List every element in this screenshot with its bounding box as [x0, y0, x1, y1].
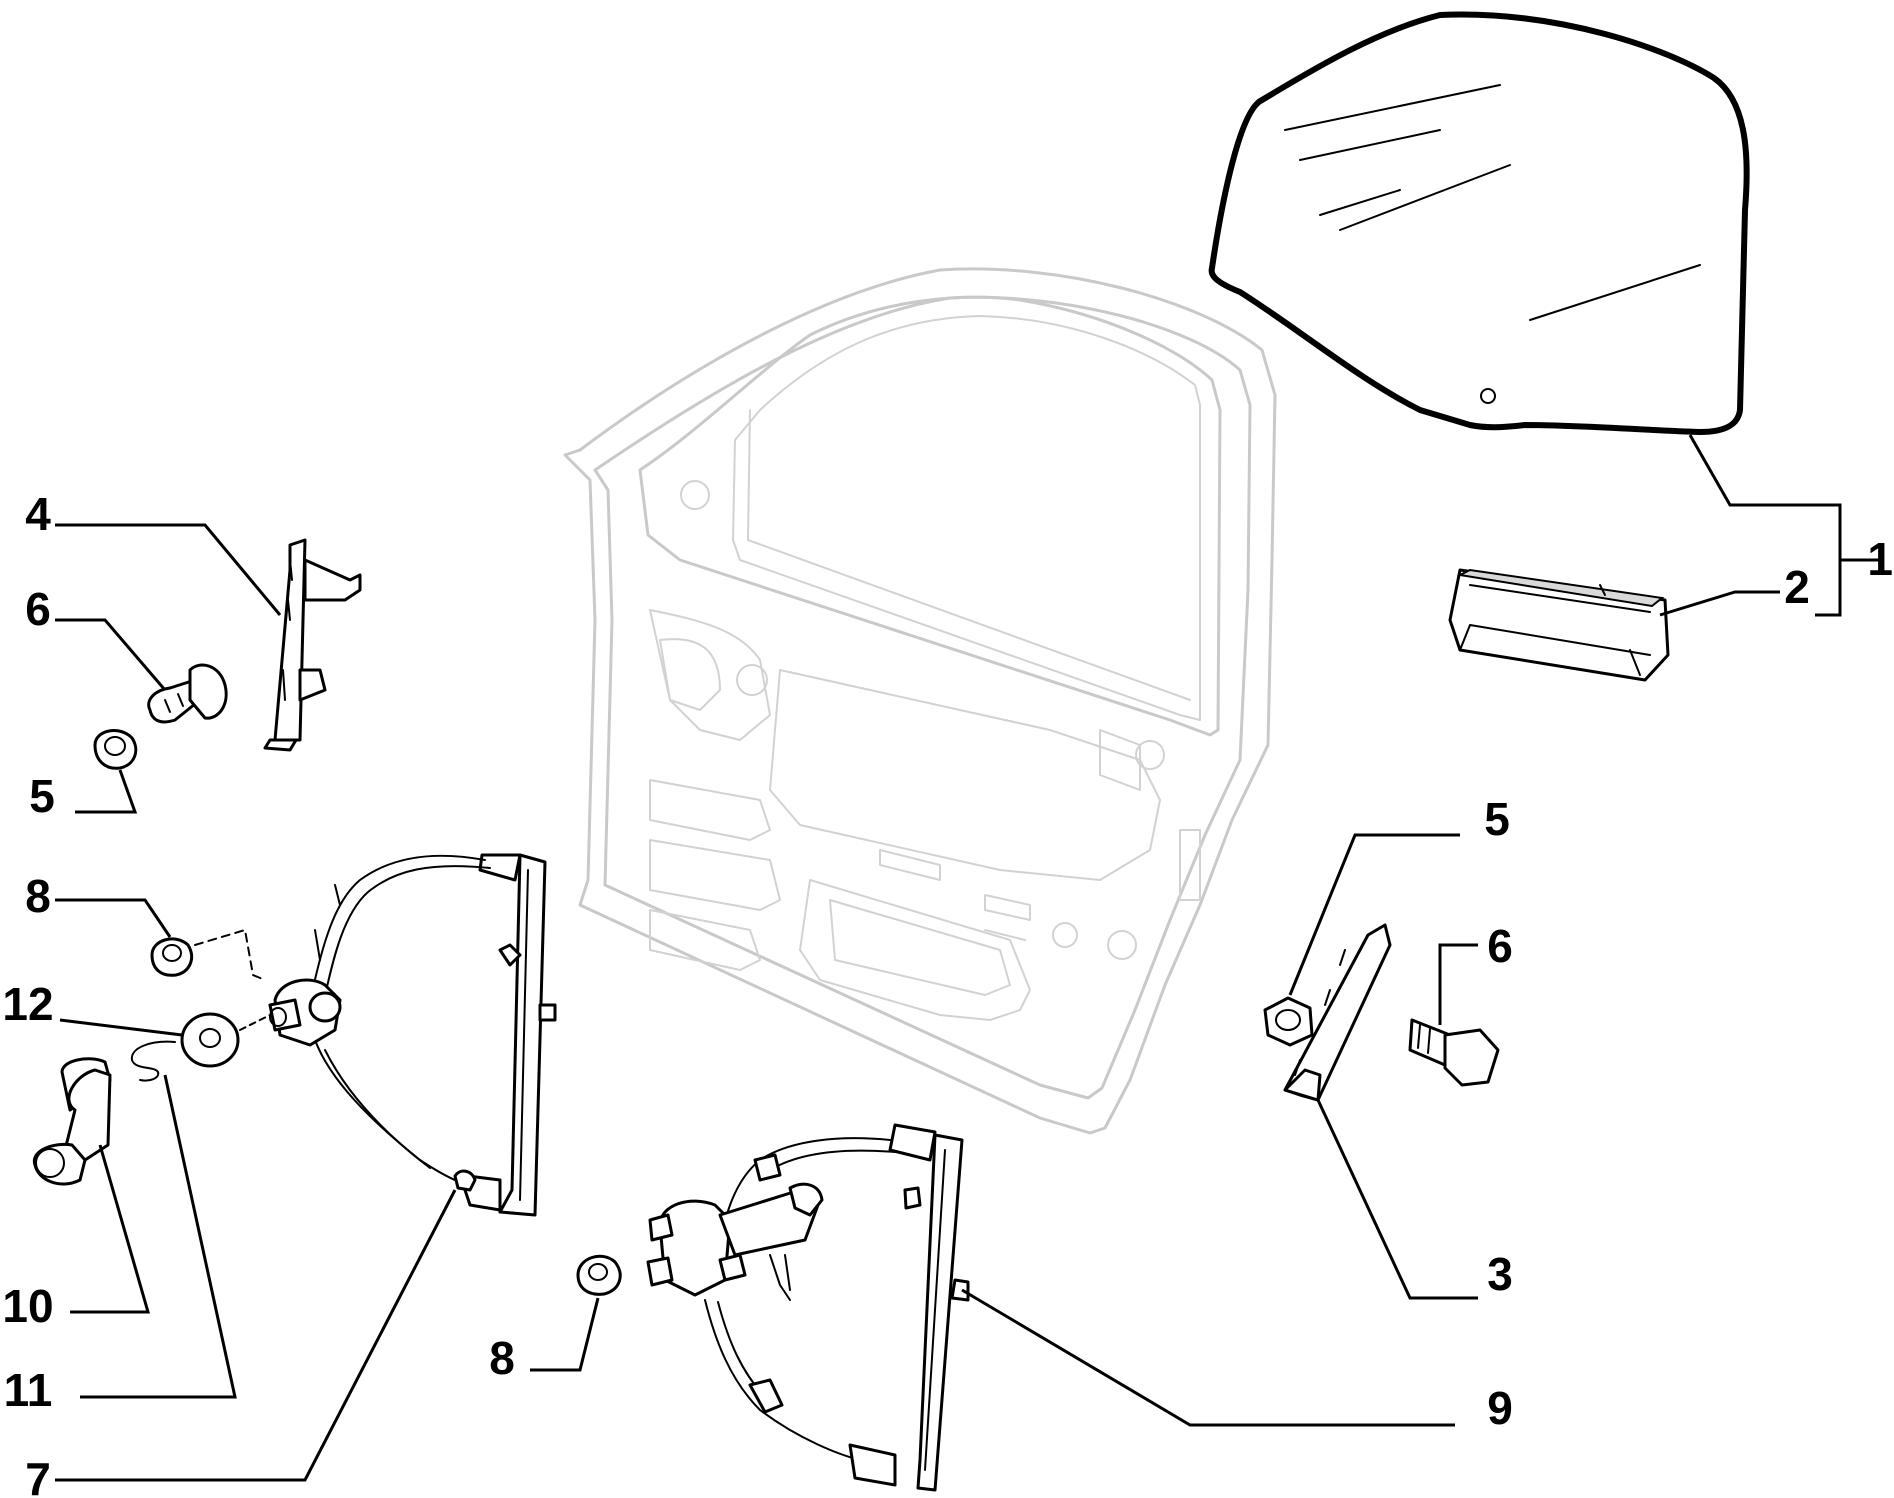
nut-lower-center	[576, 1254, 622, 1296]
leader-lines	[55, 434, 1880, 1482]
callout-11: 11	[4, 1364, 53, 1416]
electric-window-regulator	[646, 1123, 970, 1492]
callout-8-lower: 8	[489, 1332, 515, 1384]
glass-channel	[1448, 568, 1670, 682]
callout-5-right: 5	[1484, 793, 1510, 845]
callout-12: 12	[2, 978, 53, 1030]
leader-5-right	[1288, 833, 1460, 996]
bolt-left	[147, 663, 228, 724]
callout-7: 7	[25, 1453, 51, 1498]
window-crank-handle	[32, 1057, 112, 1186]
spacer-washer	[180, 1012, 271, 1068]
leader-8-upper	[55, 898, 172, 938]
leader-9	[961, 1288, 1455, 1427]
leader-4	[55, 523, 282, 616]
callout-4: 4	[25, 488, 51, 540]
leader-8-lower	[530, 1297, 600, 1372]
leader-5-left	[75, 769, 138, 814]
callout-9: 9	[1487, 1382, 1513, 1434]
leader-12	[59, 1018, 183, 1037]
nut-right	[1263, 996, 1314, 1047]
leader-6-left	[55, 618, 167, 691]
door-glass	[1208, 11, 1750, 435]
callout-6-right: 6	[1487, 920, 1513, 972]
guide-rail-left	[263, 538, 362, 752]
leader-2	[1659, 590, 1780, 617]
leader-6-right	[1438, 943, 1478, 1025]
leader-10	[70, 1144, 150, 1314]
callout-8-upper: 8	[25, 870, 51, 922]
nut-left	[93, 729, 138, 770]
leader-7	[55, 1189, 457, 1482]
callout-3: 3	[1487, 1248, 1513, 1300]
callout-10: 10	[2, 1280, 53, 1332]
bolt-right	[1408, 1018, 1500, 1087]
bracket-1-2	[1815, 503, 1880, 617]
callout-5-left: 5	[29, 770, 55, 822]
callout-2: 2	[1784, 561, 1810, 613]
nut-upper-left	[150, 929, 266, 981]
door-inner-panel	[563, 267, 1277, 1135]
leader-1	[1688, 434, 1840, 507]
callout-labels: 1 2 4 6 5 8 12 10 11 7 8 9 3 5 6	[2, 488, 1893, 1498]
leader-3	[1316, 1099, 1478, 1300]
callout-1: 1	[1867, 533, 1893, 585]
retaining-clip	[130, 1040, 176, 1082]
leader-11	[80, 1074, 237, 1399]
manual-window-regulator	[268, 853, 557, 1217]
callout-6-left: 6	[25, 583, 51, 635]
